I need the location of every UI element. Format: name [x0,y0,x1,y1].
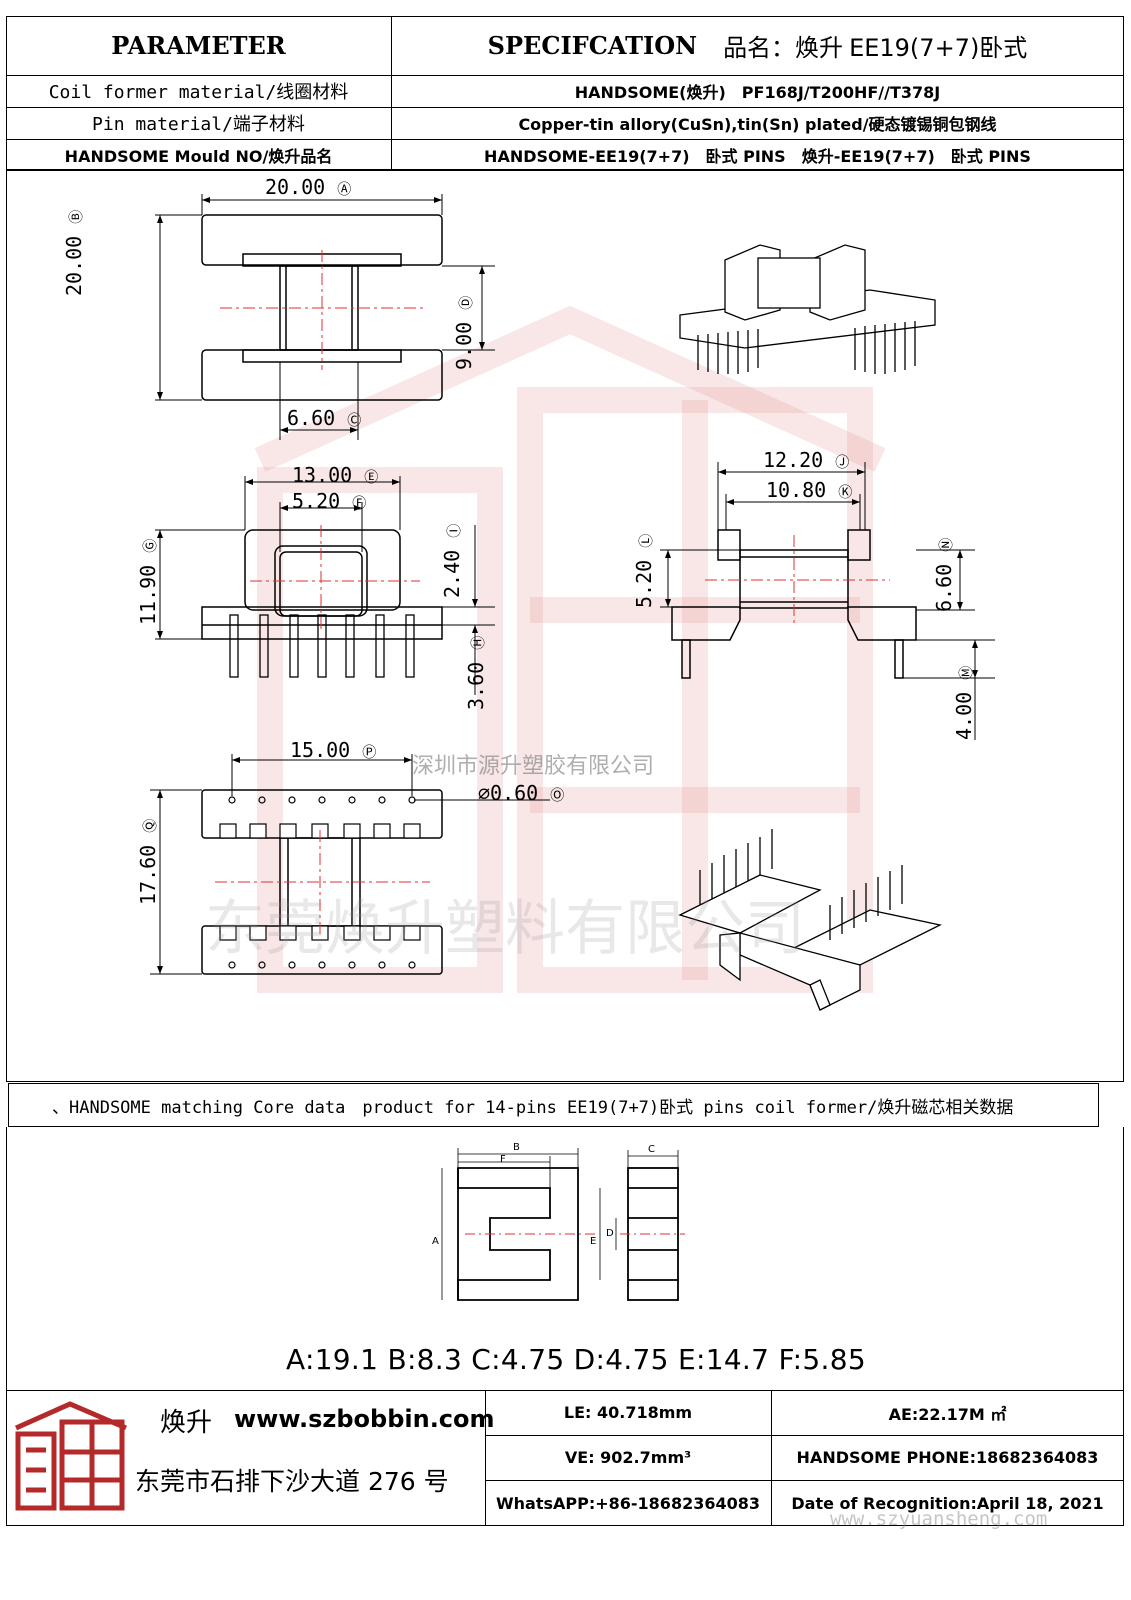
dim-a: 20.00 Ⓐ [265,175,352,199]
core-drawing [441,1148,685,1301]
dim-i: 2.40 Ⓘ [440,523,464,598]
dim-e: 13.00 Ⓔ [292,463,379,487]
footer-website[interactable]: www.szbobbin.com [234,1405,495,1433]
dim-j: 12.20 Ⓙ [763,448,850,472]
row-value-mould-no: HANDSOME-EE19(7+7) 卧式 PINS 焕升-EE19(7+7) … [484,146,1031,166]
core-letter-c: C [648,1144,655,1155]
specification-header: SPECIFCATION 品名：焕升 EE19(7+7)卧式 [391,16,1124,75]
dim-p: 15.00 Ⓟ [290,738,377,762]
footer-brand: 焕升 [160,1408,213,1438]
dim-f: 5.20 Ⓕ [292,489,367,513]
row-value-coil-former: HANDSOME(焕升) PF168J/T200HF//T378J [574,83,941,102]
row-value-pin-material: Copper-tin allory(CuSn),tin(Sn) plated/硬… [518,115,997,134]
core-letter-e: E [590,1236,597,1247]
core-values: A:19.1 B:8.3 C:4.75 D:4.75 E:14.7 F:5.85 [286,1343,866,1376]
dim-l: 5.20 Ⓛ [632,533,656,608]
core-letter-f: F [500,1154,506,1165]
footer-table [6,1390,1124,1526]
drawing-area [6,170,1124,1082]
row-label-mould-no: HANDSOME Mould NO/焕升品名 [64,146,333,166]
watermark-site: www.szyuansheng.com [830,1508,1048,1530]
isometric-view-bottom [678,829,942,1011]
bottom-view-drawing [150,754,550,975]
core-area [6,1127,1124,1392]
footer-ae: AE:22.17M ㎡ [888,1404,1007,1424]
watermark-company-dongguan: 东莞焕升塑料有限公司 [205,894,805,964]
parameter-header: PARAMETER [111,31,286,60]
core-letter-a: A [432,1236,439,1247]
core-letter-d: D [606,1228,614,1239]
dim-q: 17.60 Ⓠ [136,818,160,905]
product-model: EE19(7+7)卧式 [849,34,1028,62]
dim-m: 4.00 Ⓜ [952,665,976,740]
top-view-drawing [155,194,495,440]
dim-d: 9.00 Ⓓ [452,295,476,370]
footer-ve: VE: 902.7mm³ [564,1448,692,1467]
dim-h: 3.60 Ⓗ [464,635,488,710]
dim-o: ⌀0.60 Ⓞ [478,781,565,805]
core-section-title-box [8,1083,1099,1127]
front-view-drawing [155,476,495,695]
row-label-pin-material: Pin material/端子材料 [92,114,305,135]
core-section-title: 、HANDSOME matching Core data product for… [52,1097,1014,1118]
row-label-coil-former: Coil former material/线圈材料 [48,82,349,103]
footer-date: Date of Recognition:April 18, 2021 [791,1493,1104,1513]
dim-g: 11.90 Ⓖ [136,538,160,625]
core-letter-b: B [513,1142,520,1153]
spec-table [6,16,1124,170]
footer-phone: HANDSOME PHONE:18682364083 [796,1448,1099,1467]
watermark-logo [254,305,886,993]
dim-k: 10.80 Ⓚ [766,478,853,502]
isometric-view-top [679,244,936,374]
dim-n: 6.60 Ⓝ [932,537,956,612]
footer-whatsapp: WhatsAPP:+86-18682364083 [495,1493,760,1513]
dim-b: 20.00 Ⓑ [62,209,86,296]
dim-c: 6.60 Ⓒ [287,406,362,430]
product-name-prefix: 品名：焕升 [723,34,844,62]
side-view-drawing [660,462,995,740]
footer-address: 东莞市石排下沙大道 276 号 [135,1467,449,1496]
spec-label: SPECIFCATION [487,31,698,60]
brand-logo [14,1401,127,1511]
footer-le: LE: 40.718mm [563,1403,693,1422]
watermark-company-shenzhen: 深圳市源升塑胶有限公司 [412,754,655,779]
